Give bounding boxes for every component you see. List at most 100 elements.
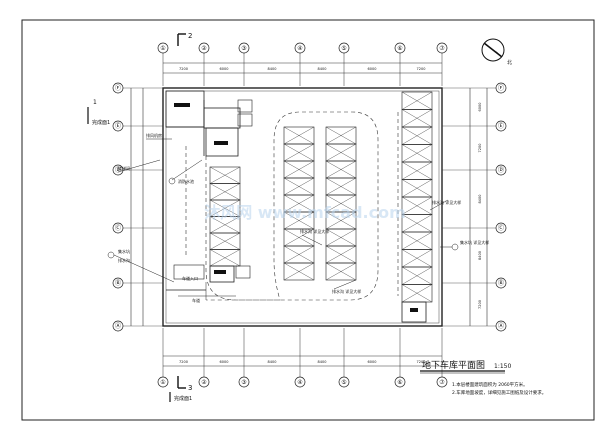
left-dimension-chain (130, 88, 144, 326)
svg-text:2: 2 (188, 32, 192, 40)
sheet-border (21, 19, 595, 421)
parking-space (401, 249, 433, 268)
section-mark-top: 2 (177, 32, 192, 46)
column-bubble: ⑤ (338, 328, 350, 388)
parking-space (325, 143, 357, 162)
bay-column-center-left (283, 126, 315, 281)
svg-text:3: 3 (188, 384, 192, 392)
row-bubble: Ⓒ (112, 222, 163, 234)
row-label: Ⓑ (115, 279, 121, 287)
row-label: Ⓕ (498, 84, 504, 92)
svg-text:北: 北 (507, 59, 512, 66)
parking-space (325, 211, 357, 230)
parking-space (401, 126, 433, 145)
row-bubble: Ⓐ (112, 320, 163, 332)
drawing-title: 地下车库平面图 (422, 359, 485, 371)
column-bubble: ① (157, 328, 169, 388)
parking-space (209, 232, 241, 250)
parking-space (401, 161, 433, 180)
top-dimension: 7200 (179, 67, 188, 71)
svg-text:集水坑 详见大样: 集水坑 详见大样 (460, 239, 489, 245)
svg-text:1: 1 (93, 99, 97, 106)
svg-text:排风机房: 排风机房 (146, 132, 162, 138)
svg-text:排水沟 详见大样: 排水沟 详见大样 (332, 288, 361, 294)
svg-text:排水沟: 排水沟 (118, 257, 130, 263)
parking-space (325, 177, 357, 196)
row-label: Ⓔ (498, 122, 504, 130)
parking-space (325, 262, 357, 281)
row-label: Ⓐ (498, 322, 504, 330)
parking-space (325, 160, 357, 179)
top-dimension: 8400 (268, 67, 277, 71)
row-bubble: Ⓔ (112, 120, 163, 132)
right-dimension: 7200 (478, 144, 482, 153)
bottom-dimension: 8400 (318, 360, 327, 364)
column-bubble: ④ (294, 328, 306, 388)
parking-space (401, 109, 433, 128)
center-callouts: 排水沟 详见大样 排水沟 详见大样 (300, 228, 361, 294)
row-label: Ⓓ (498, 166, 504, 174)
bay-column-right (401, 91, 433, 303)
parking-space (325, 126, 357, 145)
service-rooms (165, 90, 427, 323)
row-bubble: Ⓕ (112, 82, 163, 94)
parking-space (401, 144, 433, 163)
column-bubble: ⑦ (436, 42, 448, 86)
top-dimension: 6000 (368, 67, 377, 71)
column-label: ⑦ (439, 45, 445, 52)
right-dimension: 7200 (478, 300, 482, 309)
ramp-callout: 车道入口 (182, 275, 198, 281)
bottom-dimension: 6000 (368, 360, 377, 364)
bottom-dimension: 7200 (417, 360, 426, 364)
parking-space (401, 91, 433, 110)
row-label: Ⓐ (115, 322, 121, 330)
row-bubble: Ⓓ (112, 164, 163, 176)
column-bubble: ④ (294, 42, 306, 86)
row-label: Ⓒ (498, 224, 504, 232)
title-block: 地下车库平面图 1:150 1.本层楼面建筑面积为 2060平方米。 2.车库地… (420, 359, 546, 396)
row-bubble: Ⓕ (442, 82, 507, 94)
parking-bays (209, 91, 433, 303)
ramp (166, 282, 236, 300)
row-bubble: Ⓐ (442, 320, 507, 332)
parking-space (325, 228, 357, 247)
svg-text:消防水池: 消防水池 (178, 178, 194, 184)
parking-space (209, 166, 241, 184)
parking-space (401, 284, 433, 303)
parking-space (325, 245, 357, 264)
column-label: ⑤ (341, 379, 346, 386)
column-label: ⑦ (439, 379, 445, 386)
bottom-dimension: 7200 (179, 360, 188, 364)
watermark: 沐风网 www.mfcad.com (204, 203, 406, 222)
column-bubble: ③ (238, 328, 250, 388)
top-dimension-chain (163, 62, 442, 74)
column-label: ① (160, 379, 165, 386)
parking-space (283, 245, 315, 264)
column-bubble: ① (157, 42, 169, 86)
parking-space (401, 196, 433, 215)
parking-space (209, 249, 241, 267)
column-bubble: ② (198, 42, 210, 86)
row-bubble: Ⓓ (442, 164, 507, 176)
parking-space (401, 179, 433, 198)
driving-aisle (185, 111, 399, 301)
column-label: ② (201, 379, 207, 386)
row-bubble: Ⓑ (112, 277, 163, 289)
column-bubble: ② (198, 328, 210, 388)
column-bubble: ⑥ (394, 42, 406, 86)
row-bubble: Ⓔ (442, 120, 507, 132)
column-label: ⑥ (397, 379, 402, 386)
parking-space (283, 160, 315, 179)
parking-space (401, 231, 433, 250)
right-dimension-chain (469, 88, 488, 326)
row-bubble: Ⓒ (442, 222, 507, 234)
parking-space (401, 214, 433, 233)
parking-space (283, 177, 315, 196)
bottom-dimension-chain (163, 355, 442, 367)
building-outline (162, 87, 443, 327)
left-callouts: 排风机房 消防水池 楼梯间 集水坑 排水沟 车道 (107, 132, 203, 303)
column-label: ⑥ (397, 45, 402, 52)
